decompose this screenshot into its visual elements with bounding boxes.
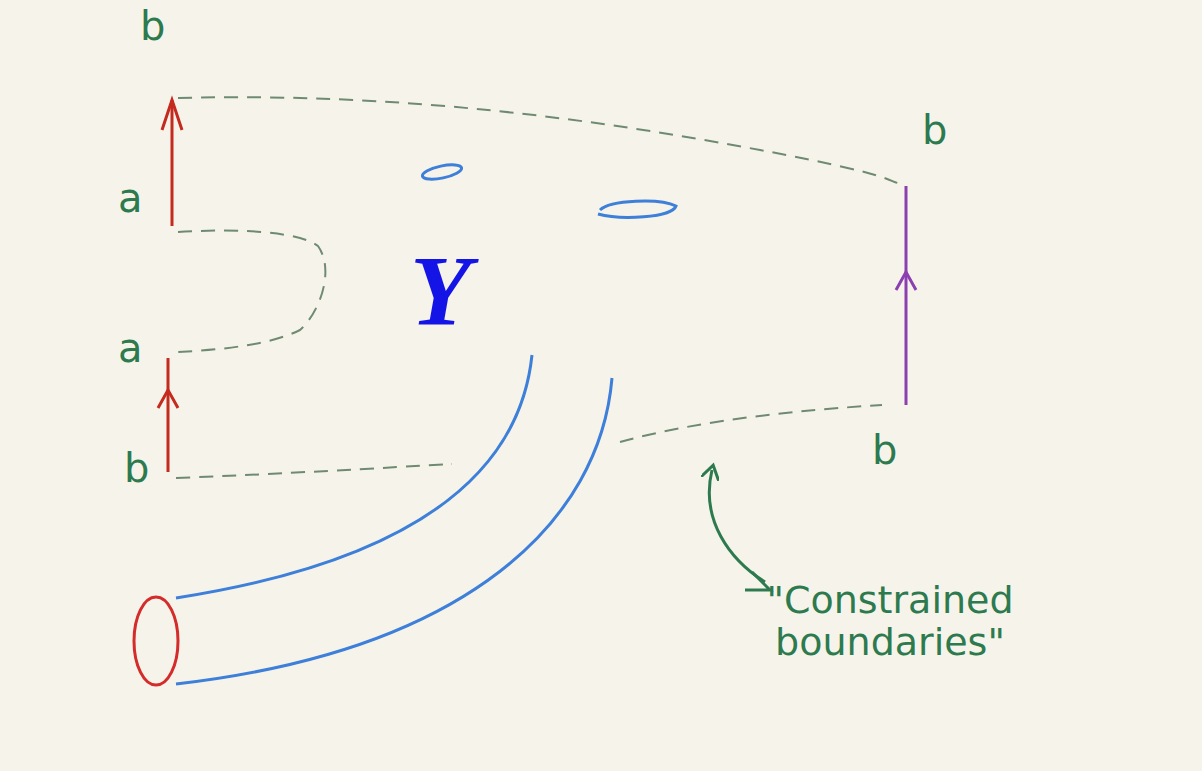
- vertex-label: b: [124, 446, 149, 490]
- vertex-label: b: [140, 4, 165, 48]
- vertex-label: b: [872, 428, 897, 472]
- red-arrow: [171, 100, 174, 226]
- vertex-label: a: [118, 176, 143, 220]
- vertex-label: b: [922, 108, 947, 152]
- surface-label: Y: [410, 236, 471, 346]
- annotation-note: "Constrained boundaries": [700, 580, 1080, 664]
- vertex-label: a: [118, 326, 143, 370]
